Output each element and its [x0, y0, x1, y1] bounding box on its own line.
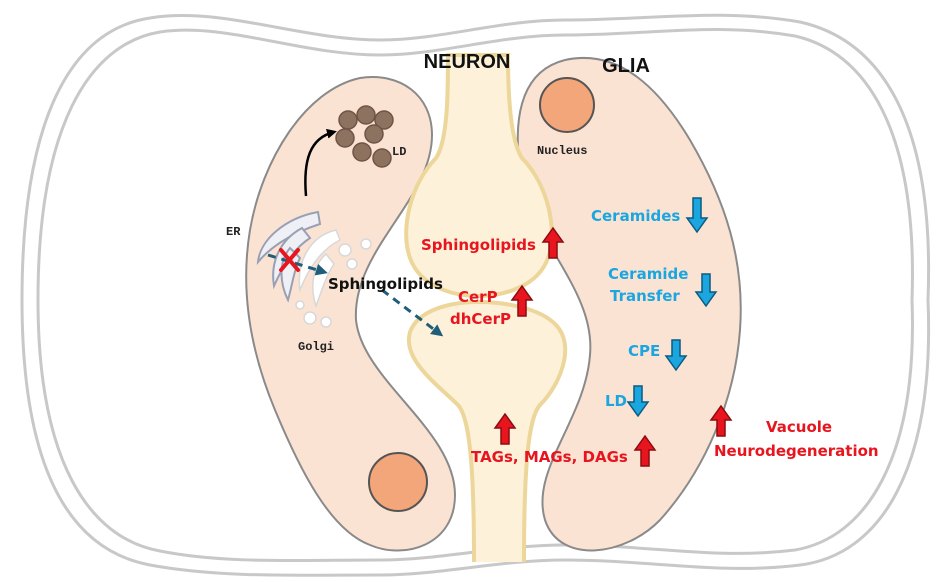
sphingolipid-transport-arrow	[381, 288, 444, 337]
ld-glia-label: LD	[605, 392, 627, 410]
red-x-icon	[279, 248, 300, 272]
golgi-cisterna	[298, 229, 341, 293]
ld-label: LD	[392, 145, 406, 159]
lipid-droplet	[374, 110, 394, 130]
vacuole-label: Vacuole	[766, 418, 832, 436]
lipid-droplet	[335, 128, 355, 148]
tags-label: TAGs, MAGs, DAGs	[471, 448, 628, 466]
glia-nucleus	[539, 77, 595, 133]
up-arrow-icon	[541, 226, 565, 259]
neuron-nucleus	[368, 452, 428, 512]
er-label: ER	[226, 225, 241, 239]
up-arrow-icon	[493, 412, 517, 445]
ceramides-label: Ceramides	[591, 207, 680, 225]
sphingolipids-transport-label: Sphingolipids	[328, 275, 443, 293]
dendrite-terminal	[406, 299, 568, 562]
dendrite-cover	[476, 548, 522, 562]
cpe-label: CPE	[628, 342, 660, 360]
golgi-vesicle	[346, 258, 358, 270]
axon-terminal	[404, 53, 554, 299]
down-arrow-icon	[694, 273, 718, 308]
down-arrow-icon	[626, 385, 650, 418]
golgi-label: Golgi	[298, 340, 334, 354]
lipid-droplet	[338, 110, 358, 130]
er-to-ld-arrow	[304, 128, 337, 197]
down-arrow-icon	[664, 339, 688, 372]
glia-title: GLIA	[602, 55, 650, 77]
down-arrow-icon	[685, 197, 709, 234]
transfer-label: Transfer	[610, 287, 680, 305]
golgi-vesicle	[338, 243, 352, 257]
cerp-label: CerP	[458, 288, 498, 306]
neurodegeneration-label: Neurodegeneration	[714, 442, 879, 460]
er-golgi-transport-arrow	[267, 253, 328, 276]
golgi-vesicle	[360, 238, 372, 250]
lipid-droplet	[352, 142, 372, 162]
dhcerp-label: dhCerP	[450, 310, 511, 328]
nucleus-label: Nucleus	[537, 144, 587, 158]
neuron-title: NEURON	[424, 51, 511, 73]
golgi-apparatus	[295, 229, 372, 328]
lipid-droplets	[335, 105, 394, 168]
lipid-droplet	[356, 105, 376, 125]
golgi-vesicle	[303, 311, 317, 325]
er-cisterna	[272, 226, 312, 290]
lipid-droplet	[372, 148, 392, 168]
body-outline-inner	[36, 28, 914, 563]
golgi-vesicle	[320, 316, 332, 328]
up-arrow-icon	[510, 284, 534, 317]
body-outline-outer	[20, 13, 931, 577]
sphingolipids-up-label: Sphingolipids	[421, 236, 536, 254]
up-arrow-icon	[709, 404, 733, 437]
ceramide-label: Ceramide	[608, 265, 688, 283]
lipid-droplet	[364, 124, 384, 144]
golgi-vesicle	[295, 300, 305, 310]
up-arrow-icon	[633, 434, 657, 467]
